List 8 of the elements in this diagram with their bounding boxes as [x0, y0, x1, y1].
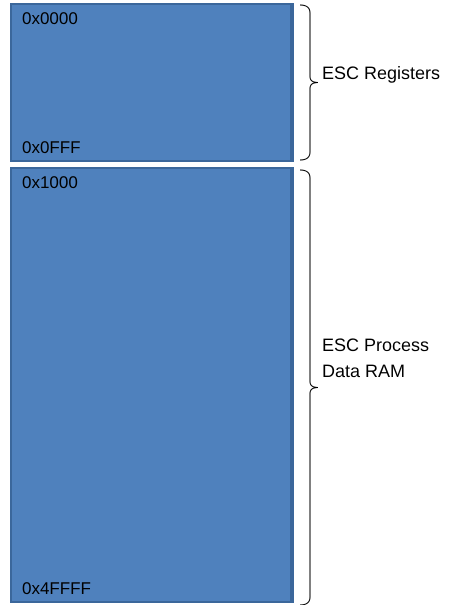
- address-label: 0x1000: [22, 173, 78, 193]
- memory-block: [10, 3, 294, 162]
- address-label: 0x4FFFF: [22, 579, 91, 599]
- address-label: 0x0000: [22, 9, 78, 29]
- address-label: 0x0FFF: [22, 138, 81, 158]
- region-label: ESC Process Data RAM: [322, 334, 430, 383]
- region-label: ESC Registers: [322, 62, 442, 85]
- memory-block: [10, 167, 294, 603]
